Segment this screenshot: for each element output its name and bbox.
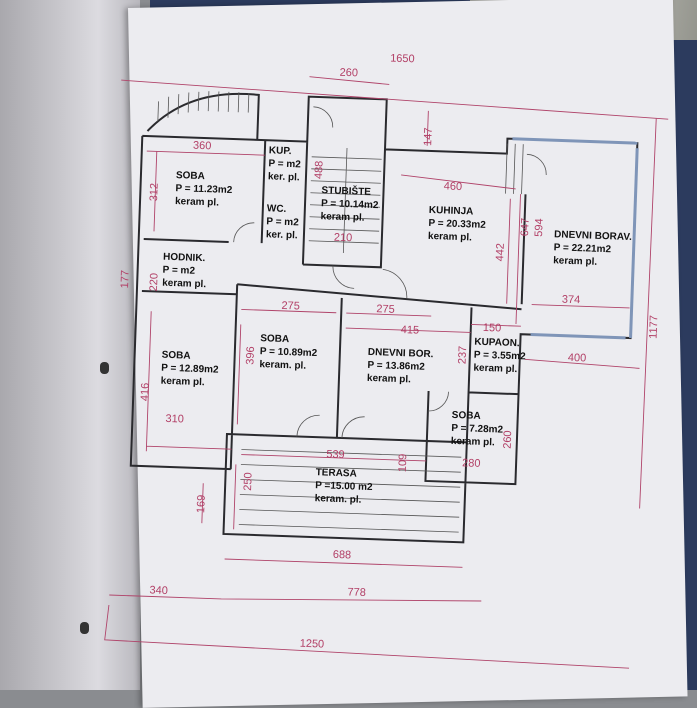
dim-169: 169 — [195, 495, 208, 514]
dim-400: 400 — [568, 352, 587, 365]
room-area: P = 22.21m2 — [553, 242, 611, 255]
entry-stairs — [146, 91, 260, 140]
dim-150: 150 — [483, 322, 502, 335]
room-name: KUHINJA — [429, 205, 474, 218]
walls — [129, 95, 639, 544]
room-area: P = m2 — [266, 216, 299, 228]
dim-396: 396 — [244, 346, 257, 365]
dim-1650: 1650 — [390, 52, 415, 65]
room-name: TERASA — [315, 467, 356, 479]
dim-312: 312 — [148, 183, 161, 202]
dim-1250: 1250 — [299, 638, 324, 651]
dim-1177: 1177 — [648, 315, 661, 339]
floor-plan: 1650 260 147 360 312 488 210 460 442 647… — [104, 52, 669, 669]
room-name: SOBA — [260, 333, 289, 345]
room-floor: ker. pl. — [266, 229, 298, 241]
room-area: P = 12.89m2 — [161, 363, 219, 376]
room-name: KUP. — [269, 145, 292, 157]
binder-ring — [80, 622, 89, 634]
dim-275-left: 275 — [281, 300, 300, 313]
room-area: P = 10.14m2 — [321, 198, 379, 211]
room-name: DNEVNI BORAV. — [554, 229, 632, 243]
dim-260: 260 — [339, 67, 358, 80]
room-area: P = m2 — [162, 265, 195, 277]
room-name: HODNIK. — [163, 252, 206, 264]
room-soba-4: SOBA P = 7.28m2 keram pl. — [451, 410, 504, 449]
room-kupaon: KUPAON. P = 3.55m2 keram pl. — [473, 337, 526, 376]
room-wc: WC. P = m2 ker. pl. — [266, 203, 300, 241]
room-dnevni-bor: DNEVNI BOR. P = 13.86m2 keram pl. — [367, 347, 434, 386]
room-floor: keram pl. — [553, 255, 597, 268]
room-hodnik: HODNIK. P = m2 keram pl. — [162, 252, 206, 291]
room-name: STUBIŠTE — [321, 183, 371, 198]
room-kuhinja: KUHINJA P = 20.33m2 keram pl. — [428, 205, 487, 244]
room-soba-1: SOBA P = 11.23m2 keram pl. — [175, 170, 233, 209]
dim-539: 539 — [326, 448, 345, 461]
inner-stairs — [238, 143, 524, 533]
dim-250: 250 — [242, 472, 255, 491]
dim-340: 340 — [149, 584, 168, 597]
dim-210: 210 — [334, 232, 353, 245]
room-area: P = m2 — [268, 158, 301, 170]
dim-488: 488 — [313, 161, 326, 180]
room-name: SOBA — [176, 170, 205, 182]
dim-688: 688 — [333, 549, 352, 562]
room-floor: keram pl. — [428, 231, 472, 244]
room-area: P = 10.89m2 — [260, 346, 318, 359]
dim-280: 280 — [462, 457, 481, 470]
dimension-labels: 1650 260 147 360 312 488 210 460 442 647… — [119, 52, 661, 651]
room-area: P = 3.55m2 — [474, 350, 527, 363]
room-name: WC. — [267, 203, 287, 215]
dim-647: 647 — [519, 218, 532, 237]
room-name: SOBA — [452, 410, 481, 422]
dim-109: 109 — [397, 454, 410, 473]
room-area: P = 7.28m2 — [451, 423, 504, 436]
dim-374: 374 — [562, 294, 581, 307]
dim-310: 310 — [165, 413, 184, 426]
dim-260-soba: 260 — [502, 430, 515, 449]
room-floor: keram pl. — [320, 211, 364, 224]
room-area: P = 13.86m2 — [367, 360, 425, 373]
room-dnevni-borav: DNEVNI BORAV. P = 22.21m2 keram pl. — [553, 229, 632, 268]
room-floor: keram pl. — [473, 363, 517, 376]
dim-460: 460 — [444, 180, 463, 193]
dim-415: 415 — [400, 324, 419, 337]
room-floor: keram pl. — [175, 196, 219, 209]
doors — [233, 106, 547, 439]
room-kup: KUP. P = m2 ker. pl. — [268, 145, 302, 183]
room-floor: keram. pl. — [259, 359, 306, 372]
room-floor: keram pl. — [162, 278, 206, 291]
room-name: SOBA — [161, 350, 190, 362]
room-floor: keram pl. — [367, 373, 411, 386]
room-name: KUPAON. — [474, 337, 520, 350]
room-terasa: TERASA P =15.00 m2 keram. pl. — [315, 467, 374, 506]
room-name: DNEVNI BOR. — [368, 347, 434, 360]
room-floor: keram pl. — [451, 436, 495, 449]
binder-ring — [100, 362, 109, 374]
room-floor: keram pl. — [161, 376, 205, 389]
dim-442: 442 — [494, 243, 507, 262]
dim-220: 220 — [148, 273, 161, 292]
dimension-lines — [104, 76, 669, 669]
dim-594: 594 — [533, 218, 546, 237]
room-soba-3: SOBA P = 10.89m2 keram. pl. — [259, 333, 318, 372]
dim-360: 360 — [193, 140, 212, 153]
room-floor: keram. pl. — [315, 493, 362, 506]
dim-237: 237 — [457, 346, 470, 365]
dim-275-right: 275 — [376, 303, 395, 316]
dim-177: 177 — [119, 270, 132, 289]
dim-416: 416 — [139, 383, 152, 402]
room-area: P = 20.33m2 — [428, 218, 486, 231]
room-area: P = 11.23m2 — [175, 183, 233, 196]
left-page — [0, 0, 140, 690]
room-floor: ker. pl. — [268, 171, 300, 183]
dim-778: 778 — [347, 586, 366, 599]
dim-147: 147 — [422, 127, 435, 146]
room-area: P =15.00 m2 — [315, 480, 373, 493]
room-soba-2: SOBA P = 12.89m2 keram pl. — [161, 350, 220, 389]
room-stubiste: STUBIŠTE P = 10.14m2 keram pl. — [320, 183, 379, 224]
